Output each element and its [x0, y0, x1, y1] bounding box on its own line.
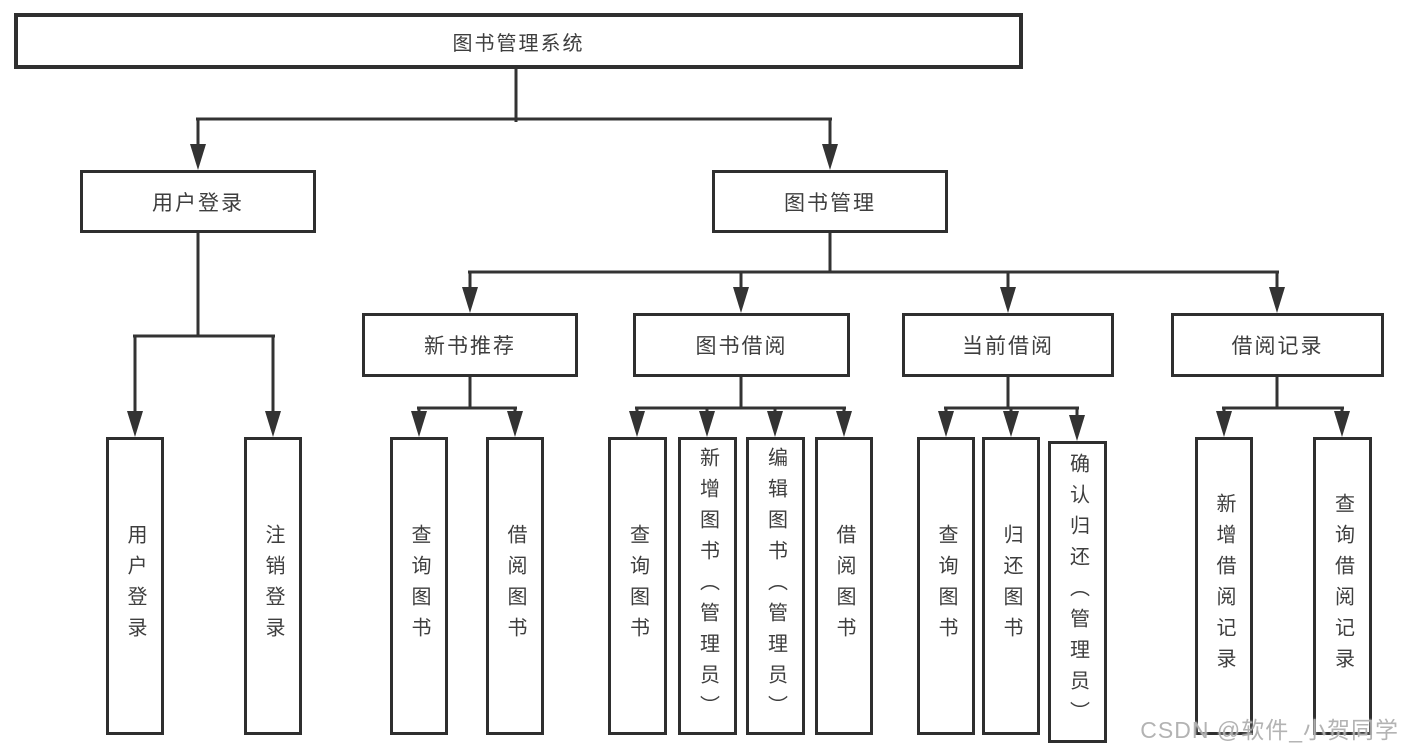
- node-label: 新增借阅记录: [1213, 493, 1235, 679]
- node-label: 归还图书: [1000, 524, 1022, 648]
- leaf-query-books-current: 查询图书: [917, 437, 975, 735]
- node-label: 借阅记录: [1231, 335, 1324, 358]
- node-label: 新增图书（管理员）: [696, 446, 719, 726]
- arrowhead-icon: [1069, 415, 1085, 441]
- arrowhead-icon: [127, 411, 143, 437]
- leaf-query-borrow-record: 查询借阅记录: [1313, 437, 1372, 735]
- node-book-borrowing: 图书借阅: [633, 313, 850, 377]
- arrowhead-icon: [507, 411, 523, 437]
- node-borrowing-records: 借阅记录: [1171, 313, 1384, 377]
- node-user-login: 用户登录: [80, 170, 316, 233]
- node-label: 用户登录: [152, 191, 244, 215]
- node-label: 新书推荐: [424, 335, 516, 358]
- node-label: 当前借阅: [962, 335, 1054, 358]
- node-label: 图书管理: [784, 191, 876, 215]
- root-node-library-system: 图书管理系统: [14, 13, 1023, 69]
- leaf-edit-book-admin: 编辑图书（管理员）: [746, 437, 805, 735]
- node-label: 查询借阅记录: [1331, 493, 1354, 679]
- arrowhead-icon: [699, 411, 715, 437]
- leaf-return-books: 归还图书: [982, 437, 1040, 735]
- leaf-confirm-return-admin: 确认归还（管理员）: [1048, 441, 1107, 743]
- arrowhead-icon: [836, 411, 852, 437]
- node-current-borrowing: 当前借阅: [902, 313, 1114, 377]
- leaf-add-book-admin: 新增图书（管理员）: [678, 437, 737, 735]
- node-book-management: 图书管理: [712, 170, 948, 233]
- arrowhead-icon: [938, 411, 954, 437]
- arrowhead-icon: [1003, 411, 1019, 437]
- node-label: 确认归还（管理员）: [1066, 452, 1089, 732]
- arrowhead-icon: [1000, 287, 1016, 313]
- node-label: 图书借阅: [695, 335, 788, 358]
- arrowhead-icon: [733, 287, 749, 313]
- node-label: 查询图书: [408, 524, 430, 648]
- node-label: 编辑图书（管理员）: [764, 446, 787, 726]
- arrowhead-icon: [411, 411, 427, 437]
- arrowhead-icon: [190, 144, 206, 170]
- arrowhead-icon: [629, 411, 645, 437]
- leaf-add-borrow-record: 新增借阅记录: [1195, 437, 1253, 735]
- node-label: 用户登录: [124, 524, 146, 648]
- arrowhead-icon: [822, 144, 838, 170]
- arrowhead-icon: [767, 411, 783, 437]
- leaf-borrow-books-recommend: 借阅图书: [486, 437, 544, 735]
- node-label: 借阅图书: [504, 524, 526, 648]
- arrowhead-icon: [1334, 411, 1350, 437]
- leaf-logout: 注销登录: [244, 437, 302, 735]
- csdn-watermark: CSDN @软件_小贺同学: [1140, 717, 1399, 743]
- leaf-query-books-borrow: 查询图书: [608, 437, 667, 735]
- arrowhead-icon: [1216, 411, 1232, 437]
- arrowhead-icon: [462, 287, 478, 313]
- node-label: 注销登录: [262, 524, 284, 648]
- node-label: 查询图书: [935, 524, 957, 648]
- node-new-book-recommendation: 新书推荐: [362, 313, 578, 377]
- leaf-borrow-books: 借阅图书: [815, 437, 873, 735]
- leaf-user-login: 用户登录: [106, 437, 164, 735]
- node-label: 图书管理系统: [452, 32, 585, 55]
- node-label: 查询图书: [626, 524, 649, 648]
- node-label: 借阅图书: [833, 524, 855, 648]
- arrowhead-icon: [265, 411, 281, 437]
- leaf-query-books-recommend: 查询图书: [390, 437, 448, 735]
- arrowhead-icon: [1269, 287, 1285, 313]
